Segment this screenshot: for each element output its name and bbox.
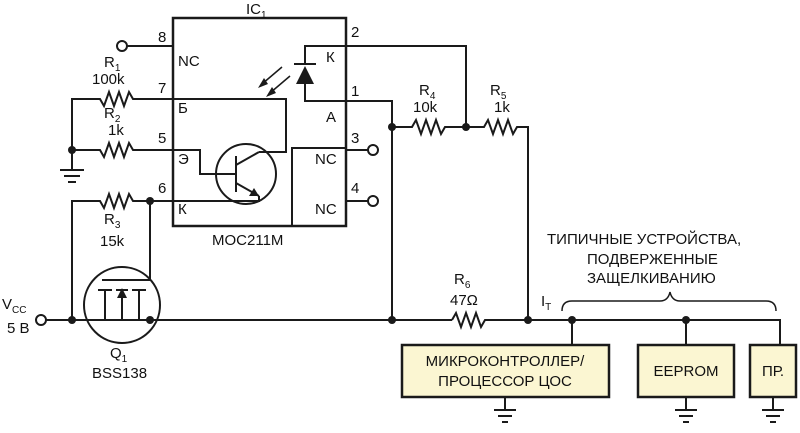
r1-resistor xyxy=(71,89,173,150)
r5-bus-junction xyxy=(524,316,532,324)
pin1-number: 1 xyxy=(351,83,359,100)
vcc-terminal xyxy=(35,314,47,326)
ic1-part: MOC211M xyxy=(212,232,283,249)
r6-resistor xyxy=(451,310,781,345)
r3-value: 15k xyxy=(100,233,125,250)
mcu-ground-icon xyxy=(494,397,516,423)
r4-label: R4 xyxy=(419,82,436,102)
r3-resistor xyxy=(71,191,150,320)
pin4-terminal xyxy=(367,195,379,207)
r1-label: R1 xyxy=(104,54,121,74)
pin2-cathode-label: К xyxy=(326,49,335,66)
r6-value: 47Ω xyxy=(450,292,478,309)
ic1-body xyxy=(171,16,348,228)
pin2-number: 2 xyxy=(351,24,359,41)
devices-heading-line1: ТИПИЧНЫЕ УСТРОЙСТВА, xyxy=(547,230,741,248)
r4-value: 10k xyxy=(413,99,438,116)
q1-source-junction xyxy=(146,316,154,324)
eeprom-label: EEPROM xyxy=(653,363,718,380)
pin8-terminal xyxy=(116,40,128,52)
r2-label: R2 xyxy=(104,105,121,125)
r2-resistor xyxy=(71,140,173,170)
mcu-box xyxy=(400,343,611,399)
pin4-number: 4 xyxy=(351,180,359,197)
pin6-number: 6 xyxy=(158,180,166,197)
other-device-label: ПР. xyxy=(762,363,784,380)
pin8-nc-label: NC xyxy=(178,53,200,70)
vcc-value: 5 В xyxy=(7,320,30,337)
r5-value: 1k xyxy=(494,99,510,116)
devices-heading-line2: ПОДВЕРЖЕННЫЕ xyxy=(587,251,718,268)
r3-bus-junction xyxy=(68,316,76,324)
pin3-nc-label: NC xyxy=(315,151,337,168)
vcc-label: VCC xyxy=(2,296,26,316)
q1-label: Q1 xyxy=(110,345,128,365)
eeprom-ground-icon xyxy=(675,397,697,423)
pin2-lead xyxy=(346,45,467,127)
devices-brace xyxy=(561,291,777,312)
led-icon xyxy=(294,45,346,102)
pin3-number: 3 xyxy=(351,130,359,147)
ground-icon xyxy=(60,169,84,183)
mosfet-q1-icon xyxy=(83,201,161,344)
q1-part: BSS138 xyxy=(92,365,147,382)
phototransistor-icon xyxy=(173,98,287,205)
mcu-label-line2: ПРОЦЕССОР ЦОС xyxy=(438,373,572,390)
mcu-label-line1: МИКРОКОНТРОЛЛЕР/ xyxy=(426,353,585,370)
pin6-collector-label: К xyxy=(178,201,187,218)
pin1-lead xyxy=(346,100,393,320)
ic1-label: IC1 xyxy=(246,1,267,21)
light-arrows-icon xyxy=(258,66,291,97)
other-device-box xyxy=(748,343,798,399)
pin1-anode-label: А xyxy=(326,109,336,126)
r5-resistor xyxy=(466,117,529,320)
r6-label: R6 xyxy=(454,271,471,291)
eeprom-box xyxy=(636,343,736,399)
r1-value: 100k xyxy=(92,71,125,88)
r1-r2-junction xyxy=(68,146,76,154)
pin7-number: 7 xyxy=(158,80,166,97)
pin5-emitter-label: Э xyxy=(178,151,189,168)
other-ground-icon xyxy=(762,397,784,423)
nc-inner-box xyxy=(291,147,347,227)
r4-resistor xyxy=(392,117,466,137)
r3-label: R3 xyxy=(104,211,121,231)
pin3-terminal xyxy=(367,144,379,156)
pin8-number: 8 xyxy=(158,29,166,46)
devices-heading-line3: ЗАЩЕЛКИВАНИЮ xyxy=(587,270,716,287)
r2-value: 1k xyxy=(108,122,124,139)
pin5-number: 5 xyxy=(158,130,166,147)
r6-left-junction xyxy=(388,316,396,324)
current-label: IT xyxy=(541,293,551,313)
pin4-nc-label: NC xyxy=(315,201,337,218)
r5-label: R5 xyxy=(490,82,507,102)
pin7-base-label: Б xyxy=(178,100,188,117)
